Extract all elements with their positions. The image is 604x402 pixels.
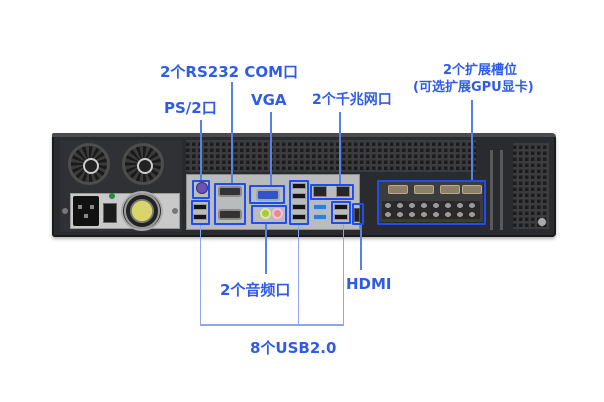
screw-icon	[62, 208, 68, 214]
audio-jack	[272, 208, 283, 219]
chassis-top-edge	[52, 133, 556, 137]
leader-usb-left	[200, 225, 201, 325]
fan-icon	[68, 143, 110, 185]
highlight-gpu	[377, 180, 486, 225]
vent-grille-upper	[186, 140, 476, 172]
usb-port	[292, 214, 306, 220]
usb-port	[292, 193, 306, 199]
ethernet-port	[336, 186, 350, 197]
label-usb: 8个USB2.0	[250, 339, 337, 357]
thumbscrew-icon	[538, 218, 546, 226]
displayport	[388, 185, 408, 194]
usb-port	[292, 183, 306, 189]
highlight-usb-stack	[289, 180, 309, 225]
leader-nic	[339, 112, 341, 184]
psu-fan-icon	[121, 191, 163, 231]
vga-port	[256, 189, 280, 201]
usb-port	[193, 204, 207, 210]
power-inlet	[73, 196, 99, 226]
power-switch[interactable]	[103, 203, 117, 223]
highlight-ps2	[192, 180, 210, 199]
highlight-nic	[310, 184, 354, 200]
usb3-port	[313, 214, 327, 220]
com-port	[218, 209, 242, 220]
label-com-ports: 2个RS232 COM口	[160, 63, 299, 81]
highlight-usb-right	[331, 201, 351, 224]
label-expansion-gpu: (可选扩展GPU显卡)	[413, 80, 534, 95]
label-ps2: PS/2口	[164, 99, 217, 117]
hdmi-port	[354, 208, 360, 222]
leader-ps2	[200, 120, 202, 180]
displayport	[462, 185, 482, 194]
leader-usb-right	[343, 224, 344, 325]
power-led	[109, 193, 115, 199]
usb3-port	[313, 204, 327, 210]
usb-port	[334, 204, 348, 210]
bracket-usb	[200, 324, 344, 326]
leader-vga	[270, 112, 272, 185]
com-port	[218, 186, 242, 197]
label-gigabit-nic: 2个千兆网口	[312, 92, 392, 108]
slot-bracket	[500, 150, 503, 230]
leader-com	[231, 82, 233, 183]
highlight-com	[214, 183, 246, 225]
gpu-vent	[382, 201, 480, 219]
label-vga: VGA	[251, 91, 287, 109]
leader-usb-mid	[298, 225, 299, 325]
leader-audio	[265, 224, 267, 274]
audio-jack	[260, 208, 271, 219]
highlight-hdmi	[352, 203, 364, 225]
screw-icon	[172, 208, 178, 214]
fan-icon	[122, 143, 164, 185]
ps2-port	[196, 182, 208, 194]
displayport	[414, 185, 434, 194]
label-expansion-slots: 2个扩展槽位	[443, 63, 518, 78]
highlight-vga	[249, 185, 285, 204]
usb-port	[334, 214, 348, 220]
leader-hdmi	[360, 225, 362, 270]
displayport	[440, 185, 460, 194]
label-hdmi: HDMI	[346, 275, 392, 293]
ethernet-port	[313, 186, 327, 197]
highlight-audio	[251, 205, 287, 224]
slot-bracket	[490, 150, 493, 230]
usb-port	[292, 204, 306, 210]
highlight-usb-left	[191, 200, 210, 225]
usb-port	[193, 214, 207, 220]
vent-grille-side	[513, 143, 549, 229]
label-audio: 2个音频口	[220, 281, 291, 299]
leader-gpu	[471, 100, 473, 180]
